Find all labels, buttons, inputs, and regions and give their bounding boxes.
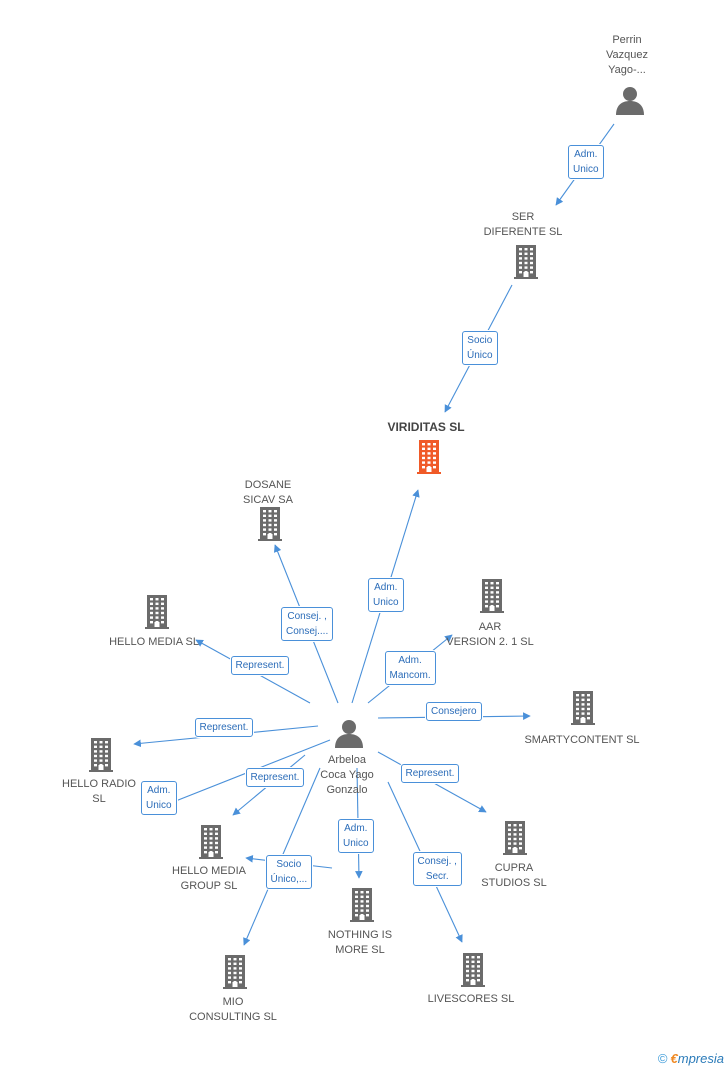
empresia-logo: ©€mpresia [658, 1051, 724, 1066]
edge-label-arbeloa-hellomediagroup[interactable]: Socio Único,... [265, 855, 313, 889]
edge-label-arbeloa-livescores[interactable]: Consej. , Secr. [412, 852, 462, 886]
node-label[interactable]: DOSANE SICAV SA [243, 479, 293, 506]
edge-label-arbeloa-helloradio[interactable]: Adm. Unico [141, 781, 177, 815]
node-label[interactable]: VIRIDITAS SL [387, 420, 465, 434]
node-label[interactable]: HELLO RADIO SL [62, 778, 136, 805]
node-label[interactable]: AAR VERSION 2. 1 SL [446, 621, 534, 648]
logo-text: mpresia [677, 1051, 724, 1066]
node-label[interactable]: HELLO MEDIA GROUP SL [172, 865, 246, 892]
building-icon[interactable] [414, 440, 444, 479]
node-label[interactable]: NOTHING IS MORE SL [327, 929, 393, 956]
edge-label-arbeloa-viriditas[interactable]: Adm. Unico [368, 578, 404, 612]
edge-label-arbeloa-aar[interactable]: Adm. Mancom. [384, 651, 436, 685]
node-label[interactable]: LIVESCORES SL [427, 993, 515, 1005]
building-icon[interactable] [142, 595, 172, 634]
node-label[interactable]: HELLO MEDIA SL [109, 636, 199, 648]
edge-label-arbeloa-dosane[interactable]: Consej. , Consej.... [281, 607, 334, 641]
edge-label-arbeloa-cupra[interactable]: Represent. [400, 763, 460, 783]
building-icon[interactable] [500, 821, 530, 860]
building-icon[interactable] [220, 955, 250, 994]
edge-label-ser-viriditas[interactable]: Socio Único [462, 331, 498, 365]
edge-label-arbeloa-smarty[interactable]: Consejero [426, 701, 482, 721]
edge-label-arbeloa-nothing[interactable]: Adm. Unico [338, 819, 374, 853]
building-icon[interactable] [86, 738, 116, 777]
edge-arbeloa-helloradio [157, 739, 331, 810]
node-label[interactable]: SER DIFERENTE SL [483, 211, 563, 238]
building-icon[interactable] [568, 691, 598, 730]
node-label[interactable]: Perrin Vazquez Yago-... [606, 34, 648, 76]
person-icon[interactable] [334, 718, 364, 753]
edge-label-arbeloa-hellomediagroup[interactable]: Represent. [245, 767, 305, 787]
edge-label-perrin-ser[interactable]: Adm. Unico [568, 145, 604, 179]
logo-e-glyph: € [670, 1051, 678, 1066]
person-icon[interactable] [615, 85, 645, 120]
node-label[interactable]: SMARTYCONTENT SL [524, 734, 640, 746]
node-label[interactable]: CUPRA STUDIOS SL [481, 862, 547, 889]
edge-label-arbeloa-hellomedia[interactable]: Represent. [230, 655, 290, 675]
node-label[interactable]: Arbeloa Coca Yago Gonzalo [320, 754, 374, 796]
edge-label-arbeloa-helloradio[interactable]: Represent. [194, 717, 254, 737]
building-icon[interactable] [458, 953, 488, 992]
building-icon[interactable] [347, 888, 377, 927]
copyright-symbol: © [657, 1051, 668, 1066]
node-label[interactable]: MIO CONSULTING SL [189, 996, 277, 1023]
building-icon[interactable] [255, 507, 285, 546]
building-icon[interactable] [511, 245, 541, 284]
building-icon[interactable] [477, 579, 507, 618]
building-icon[interactable] [196, 825, 226, 864]
